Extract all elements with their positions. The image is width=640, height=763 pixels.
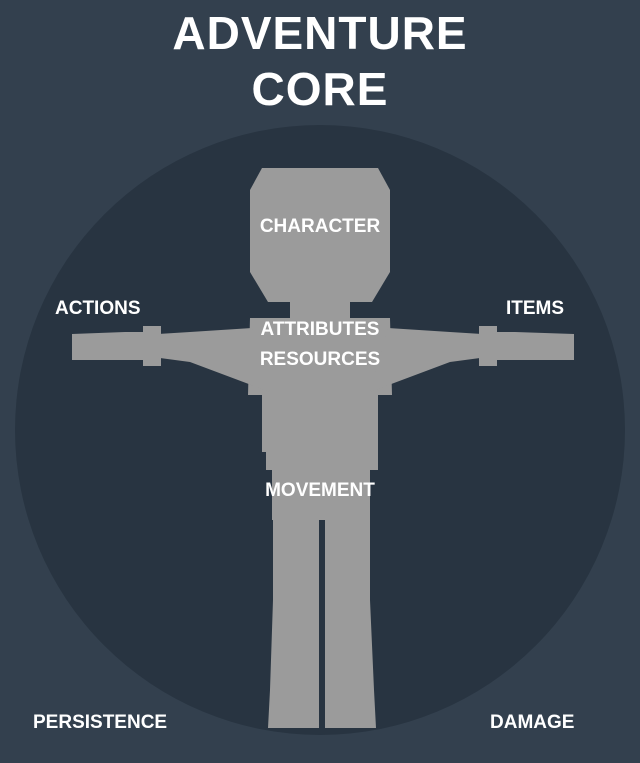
figure-left-arm [158,328,270,392]
figure-hips [272,468,370,520]
figure-left-hand [72,332,145,360]
label-movement: MOVEMENT [265,480,375,501]
title-line-2: CORE [251,63,389,115]
figure-right-arm [370,328,482,392]
title-line-1: ADVENTURE [172,7,468,59]
figure-head [250,168,390,302]
figure-neck [290,298,350,320]
figure-left-leg [268,515,319,728]
figure-right-leg [325,515,376,728]
label-persistence: PERSISTENCE [33,712,168,733]
label-items: ITEMS [506,298,565,319]
figure-right-hand [495,332,574,360]
figure-torso [248,318,392,452]
label-character: CHARACTER [259,216,381,237]
figure-belt [266,450,378,470]
label-attributes: ATTRIBUTES [260,319,380,340]
label-damage: DAMAGE [490,712,575,733]
label-actions: ACTIONS [55,298,141,319]
figure-left-wrist [143,326,161,366]
character-figure [72,168,574,728]
figure-right-wrist [479,326,497,366]
label-resources: RESOURCES [259,349,381,370]
